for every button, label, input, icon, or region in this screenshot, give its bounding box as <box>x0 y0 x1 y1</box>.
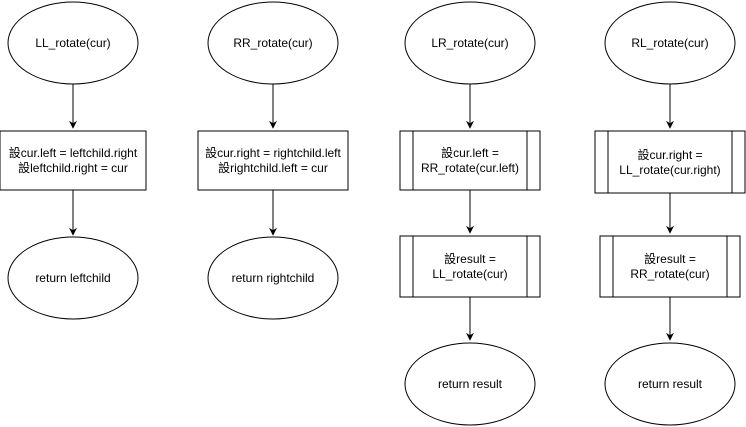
lr-rotate-flow: LR_rotate(cur) 設cur.left = RR_rotate(cur… <box>399 1 541 426</box>
rl-subprocess-2-line-2: RR_rotate(cur) <box>630 267 709 281</box>
ll-rotate-flow: LL_rotate(cur) 設cur.left = leftchild.rig… <box>0 1 147 320</box>
rl-rotate-flow: RL_rotate(cur) 設cur.right = LL_rotate(cu… <box>594 1 746 426</box>
lr-start-label: LR_rotate(cur) <box>431 36 508 50</box>
rl-subprocess-2-line-1: 設result = <box>644 251 696 266</box>
ll-end-label: return leftchild <box>35 271 110 285</box>
rr-rotate-flow: RR_rotate(cur) 設cur.right = rightchild.l… <box>197 1 349 320</box>
rl-subprocess-1-line-1: 設cur.right = <box>637 147 702 162</box>
rl-subprocess-1[interactable] <box>594 130 746 194</box>
lr-subprocess-2-line-1: 設result = <box>444 251 496 266</box>
lr-subprocess-1[interactable] <box>399 130 541 191</box>
ll-start-label: LL_rotate(cur) <box>35 36 110 50</box>
lr-end-label: return result <box>438 377 503 391</box>
lr-subprocess-1-line-2: RR_rotate(cur.left) <box>421 161 519 175</box>
rr-process-line-1: 設cur.right = rightchild.left <box>205 145 341 160</box>
lr-subprocess-2-line-2: LL_rotate(cur) <box>432 267 507 281</box>
lr-end-node[interactable] <box>404 342 536 426</box>
rr-process-line-2: 設rightchild.left = cur <box>218 160 328 175</box>
ll-process-box[interactable] <box>0 130 147 191</box>
ll-process-line-1: 設cur.left = leftchild.right <box>9 145 138 160</box>
lr-subprocess-1-line-1: 設cur.left = <box>441 145 499 160</box>
rr-end-label: return rightchild <box>232 271 315 285</box>
rr-end-node[interactable] <box>207 236 339 320</box>
rl-end-label: return result <box>638 377 703 391</box>
rl-start-label: RL_rotate(cur) <box>631 36 708 50</box>
lr-subprocess-2[interactable] <box>399 235 541 298</box>
ll-end-node[interactable] <box>7 236 139 320</box>
rl-subprocess-2[interactable] <box>599 235 741 298</box>
rr-start-label: RR_rotate(cur) <box>233 36 312 50</box>
rl-subprocess-1-line-2: LL_rotate(cur.right) <box>619 163 720 177</box>
ll-process-line-2: 設leftchild.right = cur <box>18 160 128 175</box>
rl-end-node[interactable] <box>604 342 736 426</box>
